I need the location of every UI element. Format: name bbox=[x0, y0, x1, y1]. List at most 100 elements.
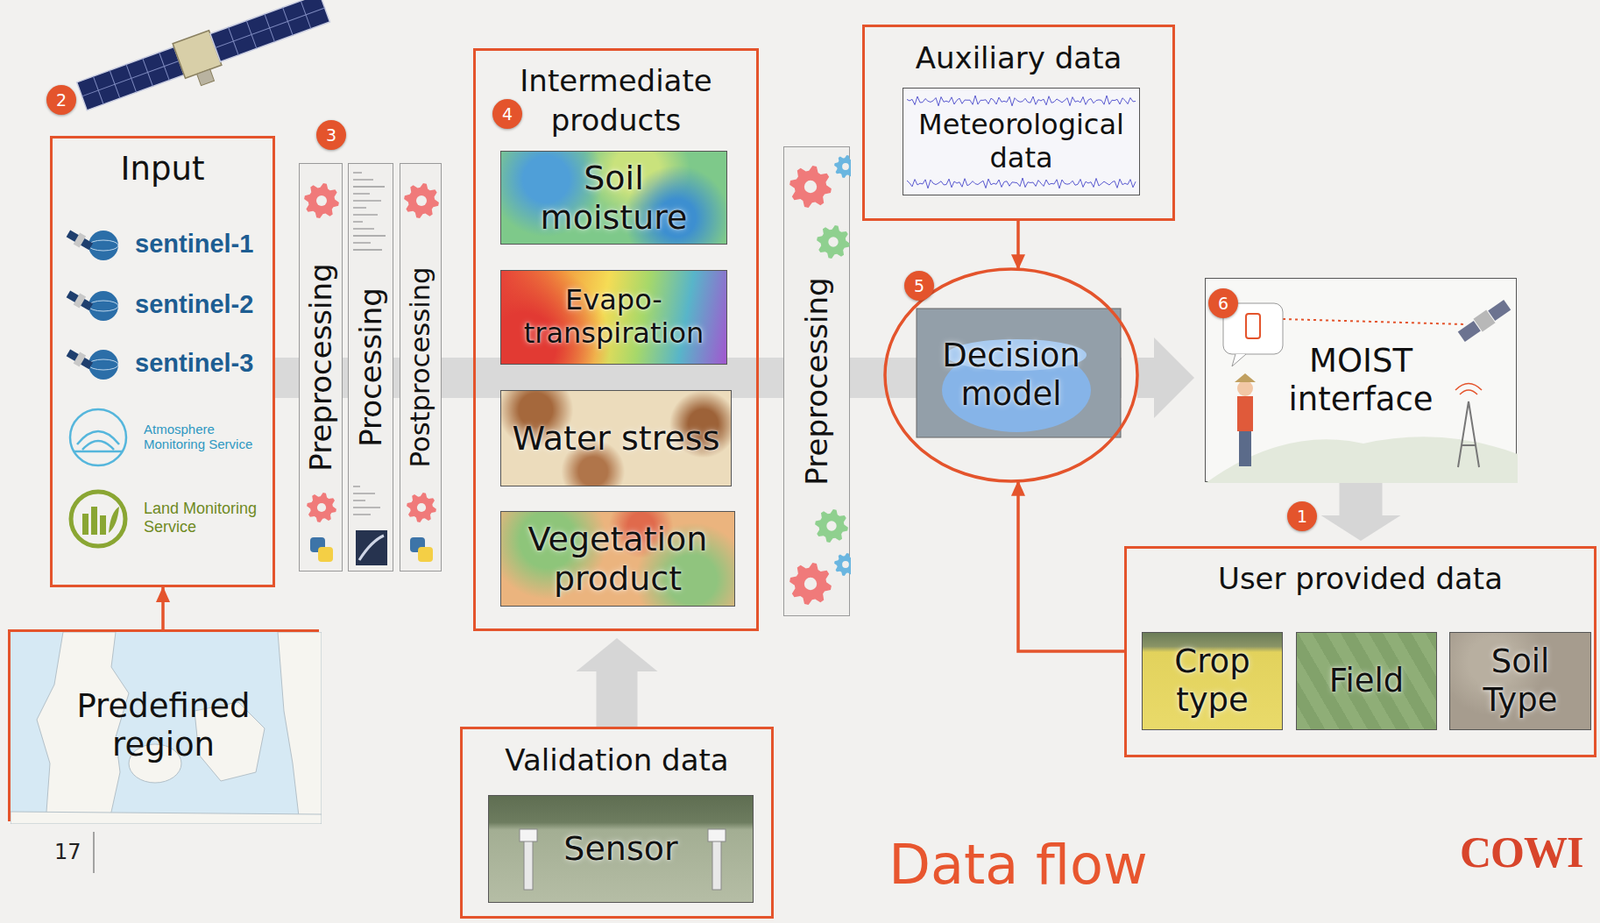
gear-icon bbox=[304, 183, 340, 219]
ams-logo bbox=[73, 431, 123, 452]
text-holder: Evapo- transpiration bbox=[501, 270, 727, 364]
chart-line bbox=[906, 177, 1136, 189]
satellite-icon bbox=[1457, 297, 1513, 343]
gear-hole bbox=[804, 577, 817, 590]
gear-icon bbox=[403, 183, 439, 219]
lms-logo bbox=[70, 491, 126, 546]
gear-icon bbox=[789, 562, 832, 605]
radio-waves bbox=[1455, 383, 1482, 396]
logo-icon bbox=[64, 224, 123, 265]
panel-heading: Intermediate products bbox=[519, 63, 712, 138]
panel-grid bbox=[210, 0, 331, 62]
code-line bbox=[353, 199, 382, 201]
code-line bbox=[353, 499, 366, 501]
code-line bbox=[353, 506, 381, 508]
callout-number: 5 bbox=[904, 270, 935, 301]
gear-icon bbox=[834, 552, 851, 576]
band-label: Preprocessing bbox=[799, 276, 835, 485]
product-panel: Water stress bbox=[500, 389, 732, 487]
lms-logo bbox=[82, 513, 89, 535]
gear-hole bbox=[317, 502, 326, 512]
text-holder: Water stress bbox=[501, 390, 731, 486]
text-holder: Validation data bbox=[462, 741, 772, 779]
gear-hole bbox=[804, 180, 817, 193]
code-line bbox=[353, 227, 375, 229]
logo-text: Land Monitoring Service bbox=[143, 499, 267, 536]
logo-icon bbox=[64, 405, 135, 468]
data-group: Auxiliary dataMeteorological data bbox=[862, 24, 1176, 221]
logo-text: Atmosphere Monitoring Service bbox=[143, 421, 267, 453]
satellite-icon bbox=[64, 288, 94, 313]
farmer-figure bbox=[1234, 373, 1256, 383]
panel-grid bbox=[77, 47, 185, 111]
code-line bbox=[353, 513, 371, 515]
gear-icon bbox=[789, 165, 832, 208]
snap-logo bbox=[359, 535, 384, 560]
satellite-icon bbox=[73, 232, 86, 248]
chart-panel: Meteorological data bbox=[902, 87, 1140, 196]
satellite-icon bbox=[73, 292, 86, 308]
text-holder: Postprocessing bbox=[404, 267, 438, 468]
text-holder: Land Monitoring Service bbox=[64, 487, 267, 549]
input-panel: Inputsentinel-1sentinel-2sentinel-3Atmos… bbox=[49, 135, 276, 588]
code-line bbox=[353, 178, 374, 180]
diagram-title: Data flow bbox=[888, 832, 1147, 898]
gear-hole bbox=[316, 195, 327, 206]
node-label: Decision model bbox=[923, 336, 1099, 413]
code-line bbox=[353, 492, 376, 494]
radio-tower bbox=[1458, 401, 1480, 468]
panel-heading: Input bbox=[120, 149, 206, 188]
code-line bbox=[353, 234, 386, 236]
satellite-icon bbox=[66, 230, 93, 251]
text-holder: Soil moisture bbox=[501, 151, 727, 244]
globe-icon bbox=[88, 230, 119, 261]
chart-line bbox=[906, 95, 1136, 107]
barrel-photo bbox=[916, 308, 1121, 438]
lms-logo bbox=[91, 506, 98, 535]
page-number: 17 bbox=[54, 839, 82, 864]
logo-icon bbox=[64, 487, 135, 549]
globe-icon bbox=[88, 359, 119, 370]
gear-hole bbox=[828, 236, 838, 247]
company-logo: COWI bbox=[1459, 825, 1583, 878]
text-holder: sentinel-3 bbox=[64, 343, 254, 384]
processing-band: Preprocessing bbox=[298, 162, 343, 572]
node-label: MOIST interface bbox=[1268, 341, 1453, 418]
user-data-photo: Soil Type bbox=[1449, 631, 1592, 730]
panel-heading: User provided data bbox=[1217, 560, 1503, 596]
band-label: Processing bbox=[353, 287, 389, 447]
gear-icon bbox=[834, 155, 851, 178]
interface-box: MOIST interface bbox=[1204, 277, 1517, 482]
callout-number: 1 bbox=[1287, 501, 1317, 531]
node-label: Field bbox=[1329, 661, 1404, 701]
satellite-illustration bbox=[75, 0, 335, 126]
globe-icon bbox=[88, 290, 119, 321]
logo-icon bbox=[64, 343, 123, 384]
panel-heading: Validation data bbox=[504, 742, 729, 778]
product-panel: Vegetation product bbox=[500, 510, 736, 607]
sensor-post bbox=[712, 835, 722, 890]
callout-number: 6 bbox=[1208, 288, 1239, 319]
text-holder: Intermediate products bbox=[475, 61, 757, 141]
product-panel: Evapo- transpiration bbox=[500, 269, 728, 365]
text-holder: sentinel-1 bbox=[64, 224, 254, 265]
user-data-photo: Field bbox=[1295, 631, 1438, 730]
gear-hole bbox=[842, 162, 850, 170]
solar-panel bbox=[77, 47, 185, 111]
gear-hole bbox=[842, 560, 850, 568]
flow-arrow bbox=[596, 671, 638, 727]
code-line bbox=[353, 206, 367, 208]
text-holder: Crop type bbox=[1142, 632, 1282, 730]
text-holder: Sensor bbox=[488, 795, 753, 902]
decision-outline bbox=[884, 269, 1138, 482]
text-holder: Auxiliary data bbox=[864, 39, 1173, 78]
satellite-icon bbox=[66, 290, 93, 312]
page-rule bbox=[92, 831, 95, 873]
sensor-head bbox=[519, 828, 538, 842]
code-line bbox=[353, 248, 383, 250]
processing-band: Processing bbox=[347, 162, 394, 572]
snap-logo bbox=[355, 530, 388, 566]
farmer-figure bbox=[1237, 396, 1254, 432]
flow-arrow bbox=[1137, 357, 1154, 398]
